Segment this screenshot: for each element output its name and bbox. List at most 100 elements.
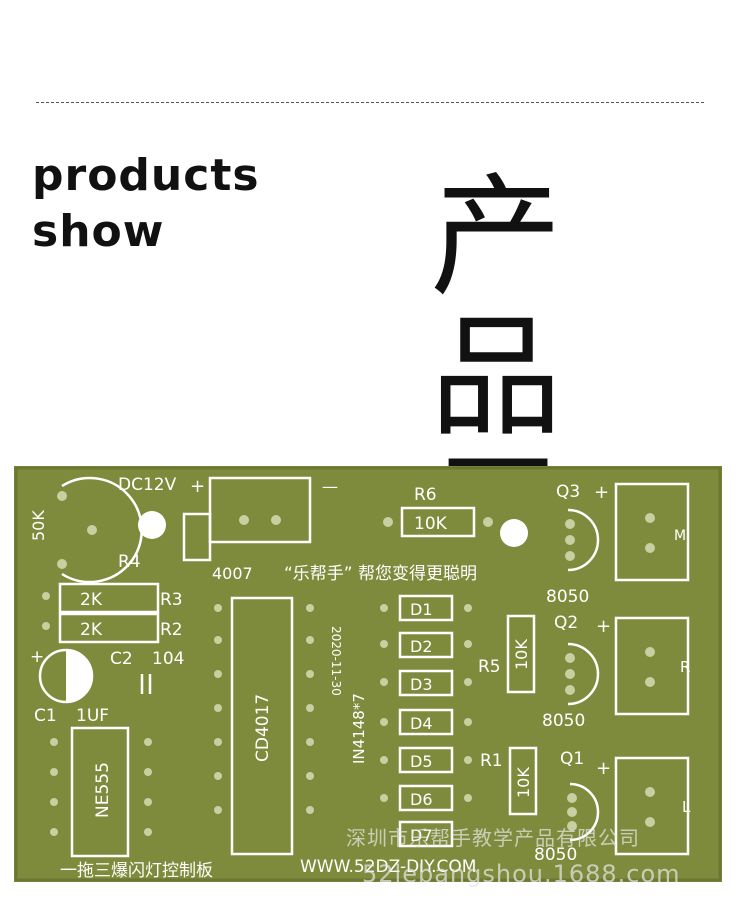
pad — [464, 718, 472, 726]
r1-label: R1 — [480, 751, 503, 771]
power-terminal — [208, 476, 312, 544]
pad — [214, 636, 222, 644]
pad — [239, 515, 249, 525]
pad — [567, 821, 577, 831]
pad — [565, 669, 575, 679]
pad — [50, 738, 58, 746]
d3-body — [398, 669, 454, 697]
pad — [306, 704, 314, 712]
pad — [214, 772, 222, 780]
pad — [380, 640, 388, 648]
pad — [464, 604, 472, 612]
pad — [645, 787, 655, 797]
q1-label: Q1 — [560, 749, 584, 769]
pad — [464, 640, 472, 648]
r5-label: R5 — [478, 657, 501, 677]
pad — [565, 685, 575, 695]
r6-body — [400, 506, 476, 538]
q1-type: 8050 — [534, 845, 577, 865]
pad — [87, 525, 97, 535]
pad — [565, 551, 575, 561]
q1-outline — [569, 782, 600, 842]
pad — [383, 517, 393, 527]
pad — [214, 806, 222, 814]
chinese-title-line1: 产 品 — [430, 161, 576, 455]
slogan: “乐帮手” 帮您变得更聪明 — [284, 564, 477, 584]
q3-label: Q3 — [556, 482, 580, 502]
r5-body — [506, 614, 536, 694]
pad — [50, 828, 58, 836]
r6-label: R6 — [414, 485, 437, 505]
r-mark: R — [680, 658, 690, 676]
pad — [565, 535, 575, 545]
d2-body — [398, 631, 454, 659]
pad — [144, 738, 152, 746]
d5-body — [398, 746, 454, 774]
d7-body — [398, 820, 454, 848]
pad — [645, 817, 655, 827]
mounting-hole-left — [138, 511, 166, 539]
pad — [306, 670, 314, 678]
watermark-company: 深圳市乐帮手教学产品有限公司 — [346, 826, 640, 850]
pad — [214, 704, 222, 712]
pcb-board — [14, 466, 722, 882]
q3-type: 8050 — [546, 587, 589, 607]
pad — [42, 592, 50, 600]
cd4017-label: CD4017 — [253, 694, 273, 762]
website-label: WWW.52DZ-DIY.COM — [300, 857, 476, 877]
diode-note: 4007 — [212, 564, 253, 583]
pad — [306, 806, 314, 814]
pad — [483, 517, 493, 527]
q1-plus: + — [596, 758, 611, 779]
pad — [565, 653, 575, 663]
d6-body — [398, 784, 454, 812]
pad — [464, 756, 472, 764]
dc-label: DC12V — [118, 475, 177, 495]
c2-value: 104 — [152, 649, 184, 669]
pcb-board-photo: 50K R4 DC12V + — 4007 “乐帮手” 帮您变得更聪明 R6 1… — [14, 466, 722, 882]
pad — [380, 604, 388, 612]
pad — [214, 604, 222, 612]
d2-label: D2 — [410, 637, 433, 656]
d7-label: D7 — [410, 826, 433, 845]
motor-mark: M — [674, 528, 686, 544]
d1-body — [398, 594, 454, 622]
pad — [464, 794, 472, 802]
mounting-hole-right — [500, 519, 528, 547]
english-title-line2: show — [32, 206, 165, 257]
r3-label: R3 — [160, 590, 183, 610]
pcb-edge — [14, 466, 722, 882]
pad — [57, 491, 67, 501]
r3-value: 2K — [80, 590, 103, 610]
watermark-url: 52lebangshou.1688.com — [362, 860, 681, 888]
dc-minus: — — [322, 477, 338, 496]
q3-plus: + — [594, 482, 609, 503]
l-mark: L — [682, 798, 691, 816]
pad — [214, 738, 222, 746]
pad — [645, 647, 655, 657]
pad — [380, 718, 388, 726]
r4-label: R4 — [118, 552, 141, 572]
pad — [645, 677, 655, 687]
diode-array: D1 D2 D3 D4 D5 D6 D7 — [398, 594, 454, 848]
pad — [380, 756, 388, 764]
dc-plus: + — [190, 476, 205, 497]
pad — [464, 678, 472, 686]
pad — [306, 772, 314, 780]
r-terminal — [614, 616, 690, 716]
r1-value: 10K — [514, 767, 533, 798]
pad — [271, 515, 281, 525]
c1-polarity-shading — [66, 650, 92, 702]
pad — [567, 793, 577, 803]
r1-body — [508, 746, 538, 816]
cd4017-outline — [230, 596, 294, 856]
d4-label: D4 — [410, 714, 433, 733]
d5-label: D5 — [410, 752, 433, 771]
pad — [380, 678, 388, 686]
pad — [144, 768, 152, 776]
q2-label: Q2 — [554, 613, 578, 633]
pad — [306, 636, 314, 644]
diode-4007-outline — [182, 512, 212, 562]
pad — [214, 670, 222, 678]
d3-label: D3 — [410, 675, 433, 694]
